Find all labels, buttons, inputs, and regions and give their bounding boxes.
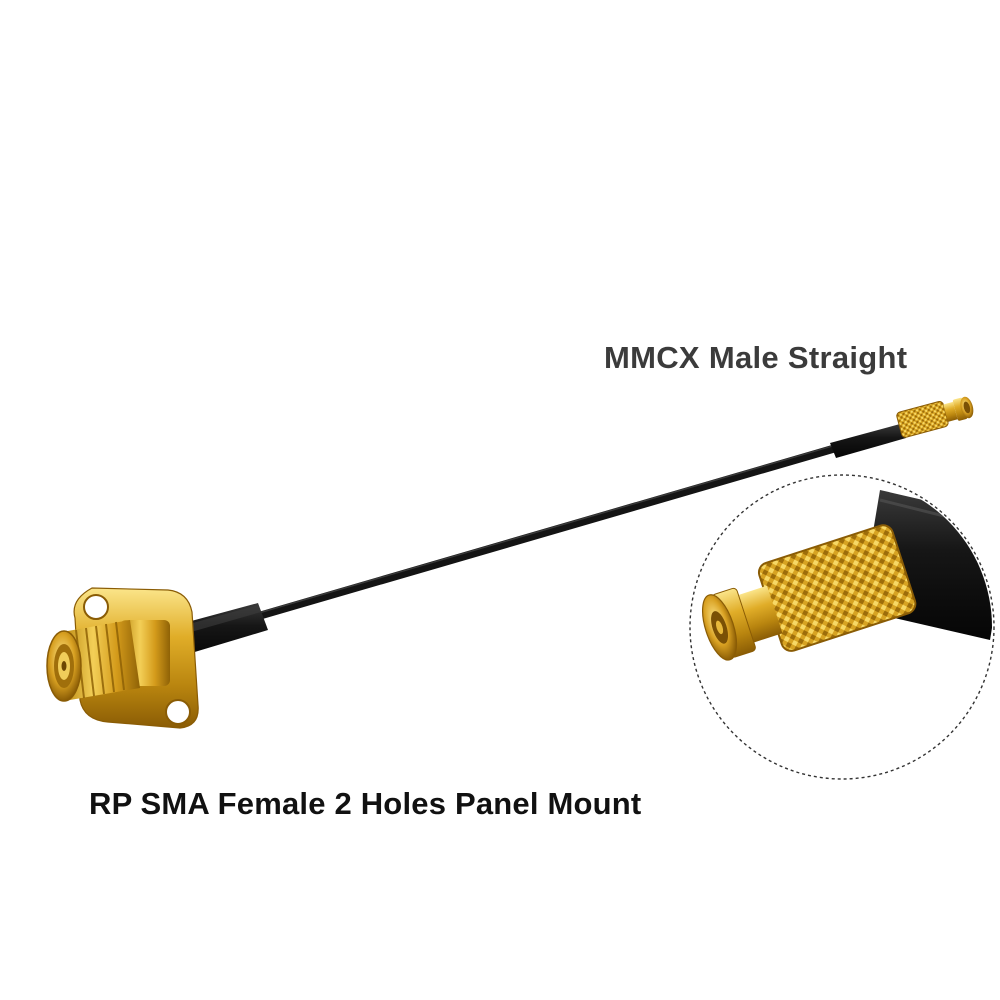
label-mmcx-male-straight: MMCX Male Straight: [604, 340, 908, 375]
magnified-detail: [689, 474, 995, 780]
cable-highlight: [244, 444, 837, 618]
detail-circle-border: [689, 474, 995, 780]
label-rpsma-rest: SMA Female 2 Holes Panel Mount: [140, 786, 642, 821]
mount-hole-top: [83, 594, 109, 620]
label-rp-prefix: RP: [89, 786, 133, 821]
rpsma-connector: [46, 587, 199, 729]
mmcx-heatshrink: [830, 424, 906, 458]
mount-hole-bottom: [165, 699, 191, 725]
coax-cable: [241, 444, 840, 624]
mmcx-connector: [896, 396, 974, 438]
